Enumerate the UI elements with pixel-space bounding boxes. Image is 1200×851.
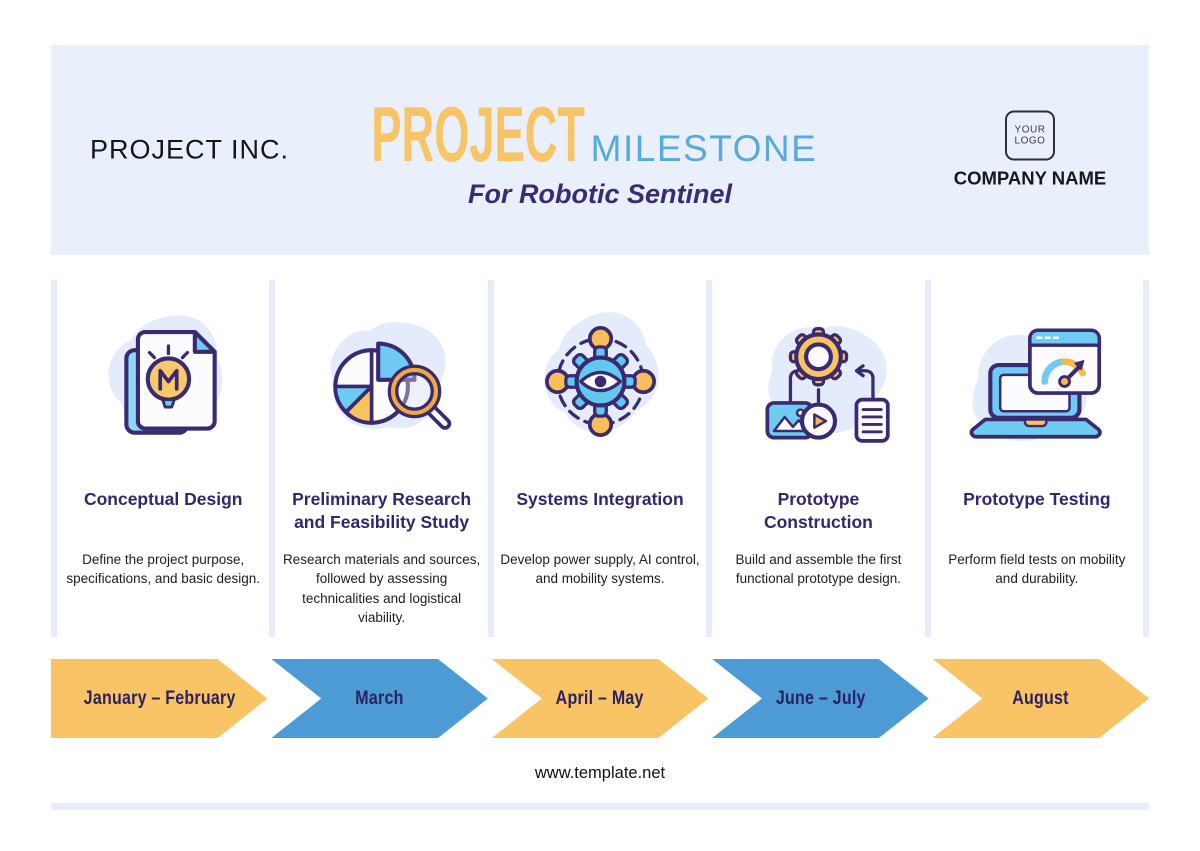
card-divider [269,280,276,637]
milestone-card-conceptual-design: Conceptual Design Define the project pur… [57,280,270,637]
company-name-label: COMPANY NAME [953,167,1107,189]
title-primary: PROJECT [371,90,586,178]
card-description: Build and assemble the first functional … [735,552,902,587]
card-divider [1143,280,1150,637]
card-divider [924,280,931,637]
timeline-arrow-5: August [932,659,1150,738]
card-description: Define the project purpose, specificatio… [66,552,261,587]
title-row: PROJECT MILESTONE [372,95,818,173]
bottom-accent-strip [51,803,1149,810]
timeline-arrows-row: January – February March April – May Jun… [51,659,1150,738]
gear-media-assembly-icon [736,296,901,466]
timeline-label: June – July [775,687,866,709]
card-description: Research materials and sources, followed… [282,552,481,625]
milestone-card-systems-integration: Systems Integration Develop power supply… [493,280,707,637]
card-divider [51,280,57,637]
card-divider [706,280,713,637]
title-primary-wrap: PROJECT [372,95,586,173]
logo-block: YOUR LOGO COMPANY NAME [935,110,1125,190]
timeline-label: August [1012,687,1070,709]
timeline-arrow-4: June – July [712,659,929,738]
card-title: Conceptual Design [83,489,243,509]
timeline-arrow-1: January – February [51,659,268,738]
logo-text-line2: LOGO [1014,135,1046,147]
timeline-label: January – February [83,687,236,709]
card-title: Systems Integration [516,489,684,509]
card-title: Prototype Testing [963,489,1111,509]
card-description: Perform field tests on mobility and dura… [948,552,1126,587]
title-secondary: MILESTONE [590,128,818,169]
milestone-card-prototype-construction: Prototype Construction Build and assembl… [712,280,925,637]
gear-eye-network-icon [518,296,683,466]
document-idea-icon [81,296,246,466]
timeline-arrow-2: March [271,659,488,738]
header-band: PROJECT INC. PROJECT MILESTONE For Robot… [51,45,1149,255]
card-title: Prototype Construction [763,489,873,533]
card-description: Develop power supply, AI control, and mo… [500,552,700,587]
timeline-arrow-3: April – May [491,659,709,738]
timeline-label: March [355,687,404,709]
milestone-cards-row: Conceptual Design Define the project pur… [51,280,1150,637]
subtitle: For Robotic Sentinel [467,179,732,209]
timeline-label: April – May [556,687,645,709]
pie-chart-magnifier-icon [299,296,464,466]
milestone-card-prototype-testing: Prototype Testing Perform field tests on… [930,280,1144,637]
laptop-speedometer-icon [954,296,1119,466]
website-url: www.template.net [534,764,666,782]
milestone-card-preliminary-research: Preliminary Research and Feasibility Stu… [275,280,488,637]
card-divider [487,280,494,637]
title-block: PROJECT MILESTONE For Robotic Sentinel [51,95,1149,210]
card-title: Preliminary Research and Feasibility Stu… [292,489,472,533]
company-logo-placeholder-icon: YOUR LOGO [1005,110,1055,161]
company-left-label: PROJECT INC. [90,134,290,165]
logo-text-line1: YOUR [1014,124,1046,135]
